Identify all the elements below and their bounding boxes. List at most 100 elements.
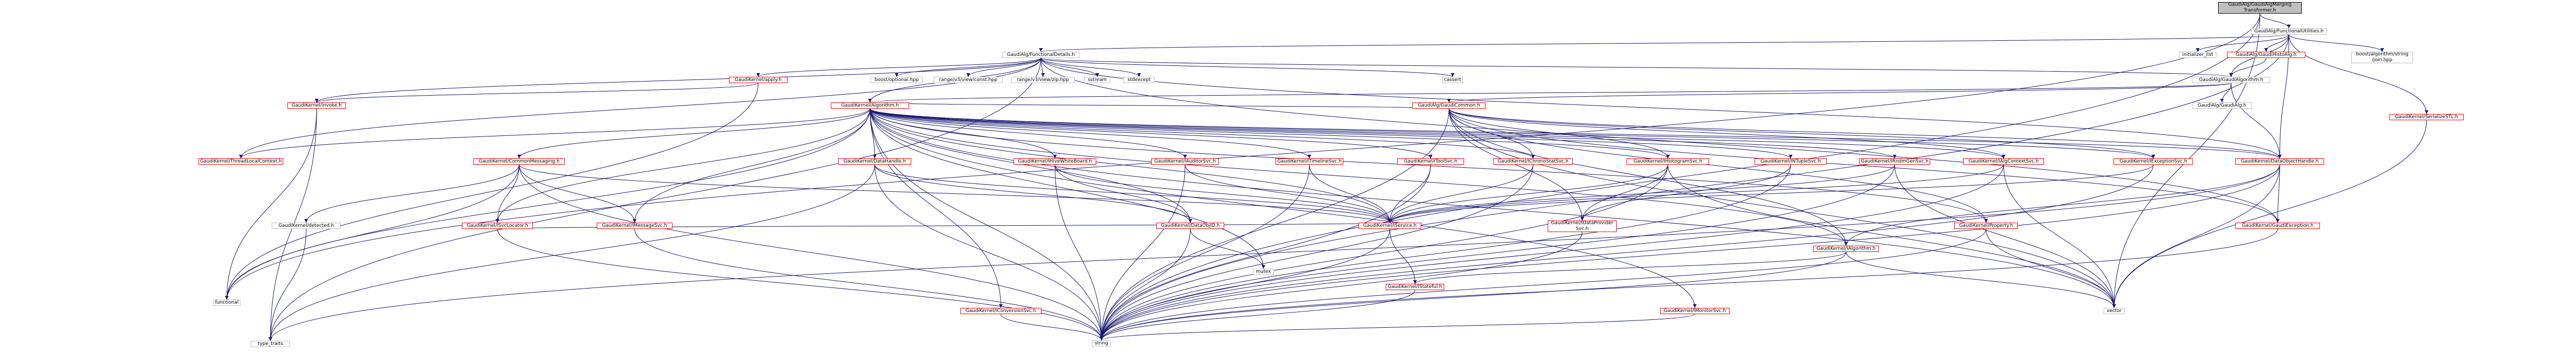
header-node-tt: type_traits [251, 341, 290, 347]
edge-isl-to-isv [497, 222, 1391, 229]
header-node-mut: mutex [1253, 269, 1274, 275]
edge-fd-to-sst [1040, 57, 1099, 77]
edge-fd-to-doh [1040, 57, 2282, 159]
header-node-iwb[interactable]: GaudiKernel/IHiveWhiteBoard.h [1014, 158, 1096, 165]
edge-ga2-to-fn [225, 108, 871, 300]
header-node-imon[interactable]: GaudiKernel/IMonitorSvc.h [1660, 308, 1730, 314]
header-node-tlc[interactable]: GaudiKernel/ThreadLocalContext.h [199, 158, 283, 165]
edge-ias-to-str [1099, 164, 1186, 341]
header-node-fn: functional [213, 300, 240, 306]
edge-fd-to-sx [1040, 57, 1141, 77]
edge-root-to-str [1099, 13, 2260, 341]
header-node-ics[interactable]: GaudiKernel/IChronoStatSvc.h [1493, 158, 1573, 165]
edge-fd-to-rvc [966, 57, 1041, 77]
header-node-iac[interactable]: GaudiKernel/IAlgContextSvc.h [1963, 158, 2044, 165]
header-node-cas: cassert [1442, 77, 1463, 83]
edge-gc-to-ihs [1448, 108, 1670, 159]
header-node-det: GaudiKernel/detected.h [272, 223, 341, 229]
header-node-cm[interactable]: GaudiKernel/CommonMessaging.h [473, 158, 565, 165]
header-node-inv[interactable]: GaudiKernel/invoke.h [287, 102, 346, 109]
edge-ihs-to-vec [1667, 164, 2116, 308]
header-node-ias[interactable]: GaudiKernel/IAuditorSvc.h [1151, 158, 1219, 165]
edge-ies-to-str [1099, 164, 2154, 341]
edge-isl-to-str [497, 228, 1104, 341]
header-node-app[interactable]: GaudiKernel/apply.h [729, 77, 787, 83]
edge-ga2-to-iac [869, 108, 2005, 159]
header-node-ihs[interactable]: GaudiKernel/IHistogramSvc.h [1627, 158, 1709, 165]
header-node-fd: GaudiAlg/FunctionalDetails.h [1002, 52, 1080, 58]
edge-det-to-tt [269, 228, 307, 341]
edge-ga2-to-int [869, 108, 1793, 159]
edge-ga2-to-ihs [869, 108, 1670, 159]
edge-cm-to-det [304, 164, 519, 223]
edge-ga2-to-imon [869, 108, 1697, 308]
edge-its-to-isv [1309, 164, 1392, 223]
edge-fu-to-str [1099, 34, 2289, 341]
header-node-gha[interactable]: GaudiAlg/GaudiHistoAlg.h [2227, 52, 2305, 58]
header-node-idp[interactable]: GaudiKernel/IDataProvider Svc.h [1548, 221, 1617, 232]
edge-gc-to-doh [1448, 108, 2282, 159]
header-node-doid[interactable]: GaudiKernel/DataObjID.h [1156, 223, 1224, 229]
edge-its-to-str [1099, 164, 1310, 341]
header-node-fu: GaudiAlg/FunctionalUtilities.h [2251, 28, 2327, 34]
edge-cm-to-isl [495, 164, 519, 223]
header-node-dh[interactable]: GaudiKernel/DataHandle.h [838, 158, 911, 165]
header-node-prop[interactable]: GaudiKernel/Property.h [1954, 223, 2018, 229]
edge-int-to-idp [1580, 164, 1791, 221]
header-node-ies[interactable]: GaudiKernel/IExceptionSvc.h [2114, 158, 2193, 165]
header-node-icv[interactable]: GaudiKernel/IConversionSvc.h [960, 308, 1041, 314]
edge-gc-to-vec [1448, 108, 2116, 308]
header-node-isv[interactable]: GaudiKernel/IService.h [1359, 223, 1421, 229]
edge-itool-to-str [1099, 164, 1431, 341]
header-node-ss[interactable]: GaudiKernel/SerializeSTL.h [2389, 114, 2464, 120]
edge-ga2-to-doh [869, 108, 2282, 159]
root-header-node: GaudiAlg/GaudiAlgMerging Transformer.h [2218, 2, 2302, 14]
edge-dh-to-tt [269, 164, 875, 341]
edge-fu-to-ss [2289, 34, 2429, 114]
edge-gc-to-iac [1448, 108, 2005, 159]
header-node-gc[interactable]: GaudiAlg/GaudiCommon.h [1412, 102, 1486, 109]
edge-ga2-to-tlc [239, 108, 871, 159]
edge-fd-to-cas [1040, 57, 1455, 77]
edge-doid-to-str [1099, 228, 1191, 341]
edge-root-to-fn [225, 13, 2260, 300]
header-node-gex[interactable]: GaudiKernel/GaudiException.h [2235, 223, 2320, 229]
edge-ihs-to-isv [1388, 164, 1668, 223]
header-node-ga: GaudiAlg/GaudiAlgorithm.h [2192, 77, 2270, 83]
edge-app-to-fn [225, 83, 759, 300]
edge-ga-to-gam [2220, 83, 2232, 103]
edge-ist-to-str [1099, 290, 1415, 341]
edge-dh-to-str [874, 164, 1104, 341]
edge-cm-to-isv [519, 164, 1392, 223]
edge-ga2-to-its [869, 108, 1312, 159]
edge-iwb-to-doid [1054, 164, 1192, 223]
edge-cm-to-fn [225, 164, 519, 300]
edge-ga2-to-prop [869, 108, 1988, 223]
edge-ga2-to-ias [869, 108, 1187, 159]
edge-ga2-to-ims [633, 108, 871, 223]
edge-fd-to-app [756, 57, 1041, 77]
header-node-vec: vector [2104, 308, 2125, 314]
edge-cm-to-str [519, 164, 1104, 341]
edge-gc-to-ies [1448, 108, 2155, 159]
edge-ga-to-doh [2231, 83, 2282, 159]
edge-fd-to-tlc [239, 57, 1041, 159]
edge-dh-to-doid [874, 164, 1192, 223]
edge-prop-to-str [1099, 228, 1987, 341]
edge-ga2-to-itool [869, 108, 1433, 159]
header-node-ist[interactable]: GaudiKernel/IStateful.h [1386, 284, 1444, 290]
edge-doh-to-vec [2112, 164, 2280, 308]
header-node-its[interactable]: GaudiKernel/ITimelineSvc.h [1275, 158, 1343, 165]
header-node-doh[interactable]: GaudiKernel/DataObjectHandle.h [2235, 158, 2324, 165]
header-node-int[interactable]: GaudiKernel/INTupleSvc.h [1755, 158, 1827, 165]
header-node-ims[interactable]: GaudiKernel/IMessageSvc.h [597, 223, 672, 229]
header-node-isl[interactable]: GaudiKernel/ISvcLocator.h [462, 223, 533, 229]
edge-root-to-fu [2259, 13, 2291, 29]
header-node-irg[interactable]: GaudiKernel/IRndmGenSvc.h [1859, 158, 1930, 165]
header-node-ga2[interactable]: GaudiKernel/Algorithm.h [831, 102, 909, 109]
header-node-ialg[interactable]: GaudiKernel/IAlgorithm.h [1813, 246, 1879, 252]
edge-doh-to-gex [2276, 164, 2280, 223]
header-node-itool[interactable]: GaudiKernel/IToolSvc.h [1397, 158, 1464, 165]
edge-fd-to-gex [1040, 57, 2280, 223]
edge-gc-to-gex [1448, 108, 2280, 223]
